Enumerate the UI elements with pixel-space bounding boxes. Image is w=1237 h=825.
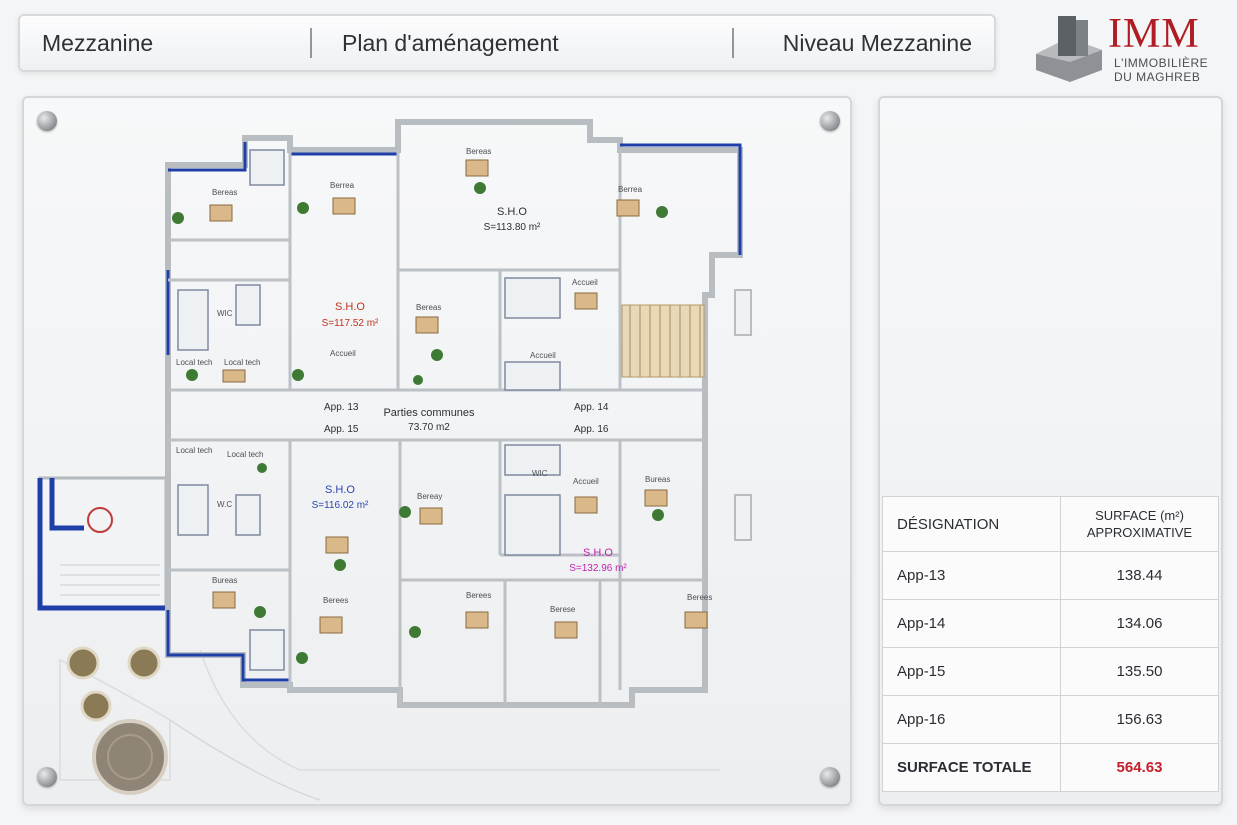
row-value: 156.63 <box>1060 695 1219 744</box>
room-label: Berees <box>323 596 348 605</box>
sho-label: S.H.O <box>583 547 613 559</box>
screw-icon <box>37 767 57 787</box>
header-plan-title: Plan d'aménagement <box>342 29 559 56</box>
sho-surface: S=117.52 m² <box>322 318 379 329</box>
row-name: App-16 <box>882 695 1061 744</box>
row-value: 134.06 <box>1060 599 1219 648</box>
room-label: Bereas <box>466 147 491 156</box>
room-label: WIC <box>532 469 548 478</box>
wc-blocks <box>177 149 561 671</box>
brand-logo: IMM L'IMMOBILIÈRE DU MAGHREB <box>1032 10 1232 85</box>
total-value: 564.63 <box>1060 743 1219 792</box>
app-label: App. 15 <box>324 424 359 435</box>
building-logo-icon <box>1036 16 1102 82</box>
header-divider <box>732 28 734 58</box>
surface-table: DÉSIGNATION SURFACE (m²) APPROXIMATIVE A… <box>882 496 1219 792</box>
sho-surface: S=116.02 m² <box>312 500 369 511</box>
staircase-left <box>37 476 168 611</box>
row-name: App-15 <box>882 647 1061 696</box>
app-label: App. 14 <box>574 402 609 413</box>
room-label: Local tech <box>224 358 260 367</box>
corridor-labels: Parties communes 73.70 m2 App. 13 App. 1… <box>324 402 609 435</box>
table-header-surface: SURFACE (m²) APPROXIMATIVE <box>1060 496 1219 552</box>
logo-subtitle-line2: DU MAGHREB <box>1114 70 1201 84</box>
landscape <box>59 646 720 801</box>
table-row: App-13 138.44 <box>882 551 1219 600</box>
room-label: Accueil <box>573 477 599 486</box>
row-value: 138.44 <box>1060 551 1219 600</box>
table-header-surface-line1: SURFACE (m²) <box>1095 508 1184 523</box>
table-header-designation: DÉSIGNATION <box>882 496 1061 552</box>
staircase-center <box>621 304 705 378</box>
screw-icon <box>820 111 840 131</box>
header-bar: Mezzanine Plan d'aménagement Niveau Mezz… <box>18 14 996 72</box>
corridor-label: Parties communes <box>383 407 475 419</box>
room-label: WIC <box>217 309 233 318</box>
room-label: Local tech <box>176 446 212 455</box>
table-row: App-14 134.06 <box>882 599 1219 648</box>
corridor-surface: 73.70 m2 <box>408 422 450 433</box>
table-total-row: SURFACE TOTALE 564.63 <box>882 743 1219 792</box>
room-label: Berrea <box>330 181 355 190</box>
room-label: Bureas <box>645 475 670 484</box>
room-label: Berees <box>466 591 491 600</box>
logo-brand-text: IMM <box>1108 11 1200 57</box>
total-label: SURFACE TOTALE <box>882 743 1061 792</box>
app-label: App. 13 <box>324 402 359 413</box>
table-row: App-15 135.50 <box>882 647 1219 696</box>
sho-surface: S=113.80 m² <box>484 222 541 233</box>
room-label: Bereas <box>416 303 441 312</box>
logo-subtitle-line1: L'IMMOBILIÈRE <box>1114 56 1209 70</box>
screw-icon <box>37 111 57 131</box>
sho-labels: S.H.O S=113.80 m² S.H.O S=117.52 m² S.H.… <box>312 206 628 574</box>
row-value: 135.50 <box>1060 647 1219 696</box>
room-label: W.C <box>217 500 232 509</box>
sho-surface: S=132.96 m² <box>569 563 627 574</box>
sho-label: S.H.O <box>497 206 527 218</box>
floor-plan-board <box>22 96 852 806</box>
screw-icon <box>820 767 840 787</box>
table-header-surface-line2: APPROXIMATIVE <box>1086 525 1193 540</box>
plants <box>172 182 668 664</box>
row-name: App-14 <box>882 599 1061 648</box>
room-label: Accueil <box>330 349 356 358</box>
table-row: App-16 156.63 <box>882 695 1219 744</box>
header-niveau-title: Niveau Mezzanine <box>782 29 972 56</box>
room-label: Bereay <box>417 492 442 501</box>
room-label: Berrea <box>618 185 643 194</box>
room-label: Local tech <box>227 450 263 459</box>
room-label: Berese <box>550 605 576 614</box>
sho-label: S.H.O <box>335 301 365 313</box>
room-label: Local tech <box>176 358 212 367</box>
app-label: App. 16 <box>574 424 609 435</box>
header-level-title: Mezzanine <box>42 29 154 56</box>
row-name: App-13 <box>882 551 1061 600</box>
header-divider <box>310 28 312 58</box>
room-label: Bureas <box>212 576 237 585</box>
room-label: Accueil <box>572 278 598 287</box>
room-label: Accueil <box>530 351 556 360</box>
sho-label: S.H.O <box>325 484 355 496</box>
room-label: Bereas <box>212 188 237 197</box>
room-labels: Bereas Berrea Bereas Berrea Bereas Burea… <box>176 147 712 614</box>
interior-walls <box>168 150 705 705</box>
room-label: Berees <box>687 593 712 602</box>
desks <box>209 159 708 639</box>
